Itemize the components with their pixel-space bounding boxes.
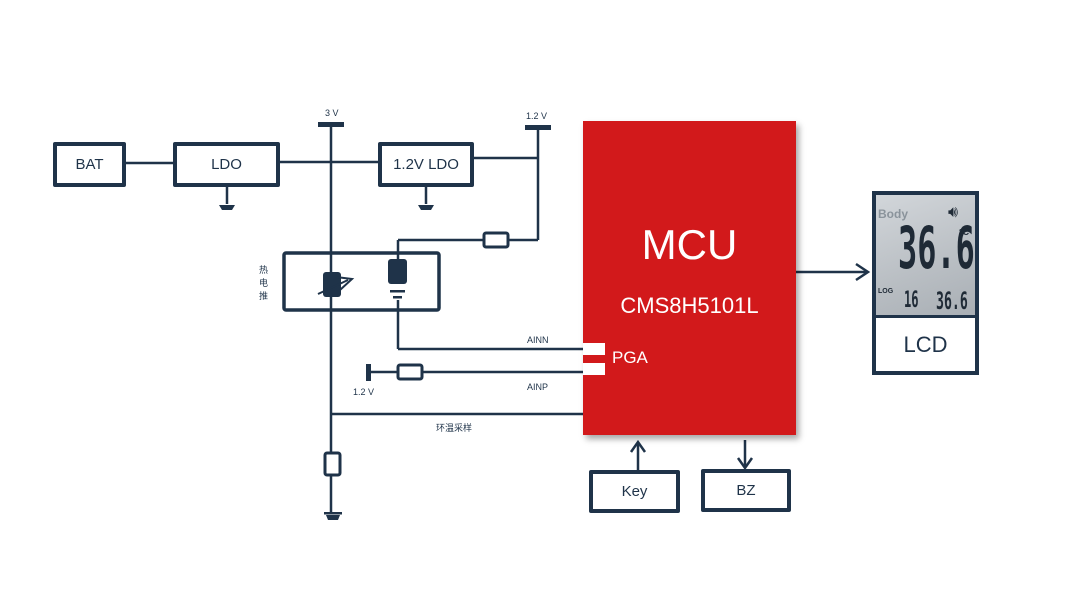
- mcu-block[interactable]: MCU CMS8H5101L PGA: [583, 121, 796, 435]
- thermistor-icon: [323, 272, 341, 297]
- ldo-block[interactable]: LDO: [173, 142, 280, 187]
- ground-icon: [324, 512, 342, 515]
- ainn-label: AINN: [527, 335, 549, 345]
- ldo-label: LDO: [211, 156, 242, 173]
- ldo12-label: 1.2V LDO: [393, 156, 459, 173]
- lcd-screen: Body 🔊︎ 36.6 °C LOG 16 36.6: [876, 195, 975, 318]
- resistor-pullup: [482, 231, 510, 249]
- lcd-block[interactable]: Body 🔊︎ 36.6 °C LOG 16 36.6 LCD: [872, 191, 979, 375]
- mcu-part-number: CMS8H5101L: [620, 293, 759, 318]
- rail-12v-label: 1.2 V: [526, 111, 548, 121]
- ground-icon: [418, 205, 434, 210]
- bat-label: BAT: [75, 156, 104, 173]
- resistor-ambient: [323, 451, 342, 477]
- lcd-label: LCD: [903, 332, 948, 357]
- rail-12v-bar: [525, 125, 551, 130]
- ambient-sampling-label: 环温采样: [436, 423, 473, 433]
- rail-12v-ref-label: 1.2 V: [353, 387, 375, 397]
- speaker-icon: 🔊︎: [948, 204, 959, 221]
- key-block[interactable]: Key: [589, 470, 680, 513]
- lcd-unit: °C: [959, 227, 970, 237]
- bz-label: BZ: [736, 482, 756, 499]
- thermopile-element-icon: [388, 259, 407, 284]
- ground-icon: [219, 205, 235, 210]
- pga-pin-ainn: [583, 343, 605, 355]
- rail-3v-bar: [318, 122, 344, 127]
- pga-label: PGA: [612, 348, 648, 367]
- rail-12v-ref-bar: [366, 364, 371, 381]
- rail-3v-label: 3 V: [325, 108, 339, 118]
- key-label: Key: [621, 483, 648, 500]
- bat-block[interactable]: BAT: [53, 142, 126, 187]
- lcd-mode-label: Body: [878, 207, 908, 221]
- thermopile-sensor-box: [282, 251, 441, 312]
- resistor-ainp: [396, 363, 424, 381]
- lcd-log-index: 16: [904, 288, 919, 313]
- lcd-log-temperature: 36.6: [936, 287, 968, 315]
- ldo12-block[interactable]: 1.2V LDO: [378, 142, 474, 187]
- lcd-log-label: LOG: [878, 288, 894, 295]
- sensor-label: 热电推: [259, 265, 269, 301]
- ainp-label: AINP: [527, 382, 549, 392]
- bz-block[interactable]: BZ: [701, 469, 791, 512]
- lcd-main-temperature: 36.6: [898, 214, 975, 282]
- mcu-title: MCU: [641, 221, 738, 268]
- pga-pin-ainp: [583, 363, 605, 375]
